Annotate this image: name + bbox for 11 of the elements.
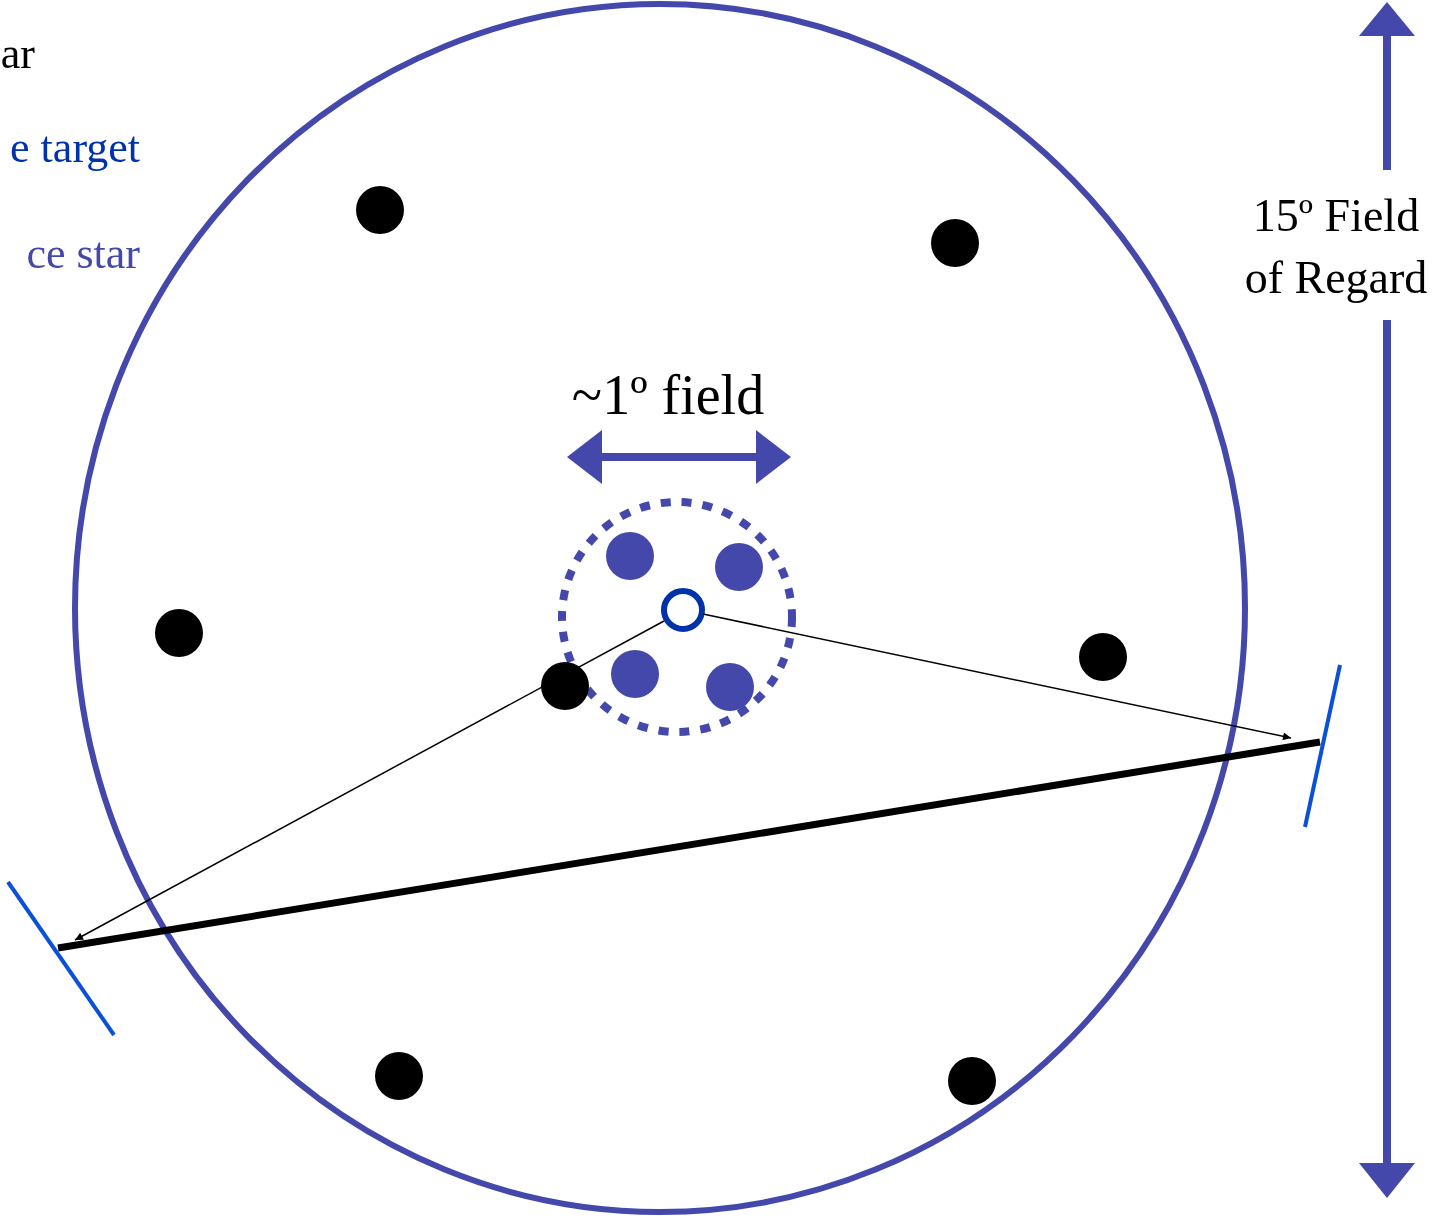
legend-text: ar xyxy=(0,28,35,80)
baseline-end-mark xyxy=(1300,662,1344,830)
science-target-ring xyxy=(660,587,706,633)
dimension-label: 15º Field of Regard xyxy=(1243,189,1429,306)
baseline xyxy=(57,738,1321,952)
baseline-end-mark xyxy=(6,880,116,1038)
legend-text: e target xyxy=(10,122,140,174)
dimension-label: ~1º field xyxy=(571,363,765,428)
legend-text: ce star xyxy=(26,228,140,280)
arrow xyxy=(702,613,1292,741)
arrow xyxy=(74,620,665,941)
